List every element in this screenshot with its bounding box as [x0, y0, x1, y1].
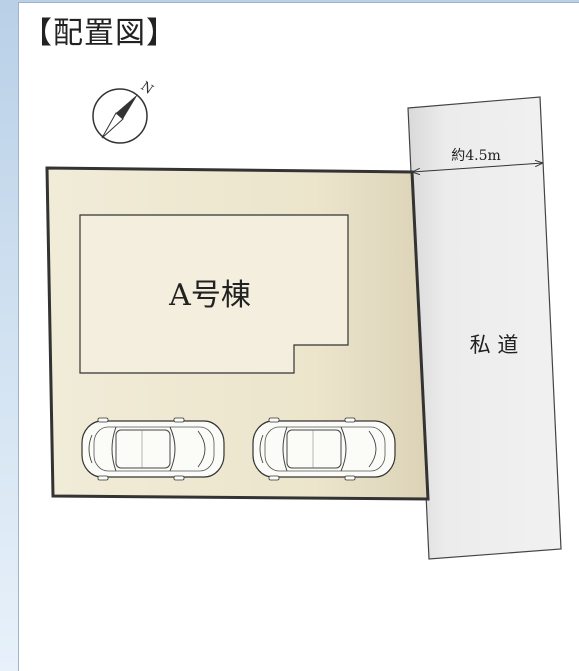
private-road: 私 道 — [407, 96, 562, 560]
car-icon — [81, 417, 225, 481]
compass-north-label: N — [138, 79, 156, 98]
car-icon — [252, 417, 396, 481]
building-footprint — [79, 214, 349, 374]
building-a: A号棟 — [79, 214, 349, 374]
compass-north-icon: N — [92, 79, 156, 144]
building-label: A号棟 — [168, 278, 251, 313]
road-width-dimension: 約4.5m — [412, 148, 543, 172]
compass-needle-south — [101, 112, 124, 139]
compass-needle-north — [116, 94, 138, 119]
road-area — [407, 96, 562, 560]
page-title: 【配置図】 — [22, 16, 177, 51]
road-width-label: 約4.5m — [451, 148, 501, 164]
dimension-arrow — [412, 163, 543, 172]
road-label: 私 道 — [470, 333, 519, 357]
